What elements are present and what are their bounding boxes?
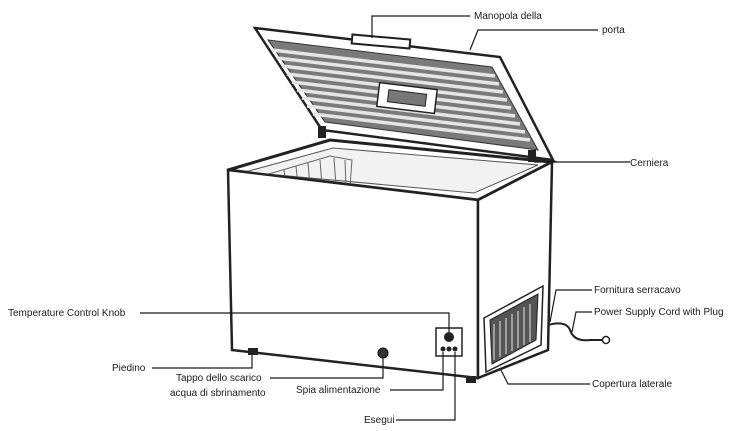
freezer-cabinet — [226, 126, 611, 383]
label-drain-line2: acqua di sbrinamento — [170, 388, 266, 399]
label-power-cord: Power Supply Cord with Plug — [594, 307, 724, 318]
label-handle-line2: porta — [602, 25, 625, 36]
label-foot: Piedino — [112, 363, 146, 374]
label-temp-knob: Temperature Control Knob — [8, 308, 126, 319]
label-run-light: Esegui — [364, 415, 395, 426]
label-drain-line1: Tappo dello scarico — [176, 373, 262, 384]
leader-side-cover — [499, 367, 590, 385]
label-power-light: Spia alimentazione — [296, 385, 381, 396]
freezer-lid — [252, 26, 556, 162]
label-handle-line1: Manopola della — [474, 11, 542, 22]
leader-run-light — [396, 352, 456, 421]
leader-temp-knob — [140, 312, 450, 332]
label-hinge: Cerniera — [630, 158, 669, 169]
leader-drain — [270, 358, 384, 379]
label-side-cover: Copertura laterale — [592, 379, 672, 390]
leader-foot — [152, 355, 253, 369]
leader-cable-clamp — [549, 289, 592, 323]
leader-power-light — [390, 352, 444, 391]
leader-porta — [469, 29, 598, 51]
leader-handle — [371, 15, 470, 38]
label-cable-clamp: Fornitura serracavo — [594, 285, 681, 296]
leader-power-cord — [571, 311, 592, 333]
